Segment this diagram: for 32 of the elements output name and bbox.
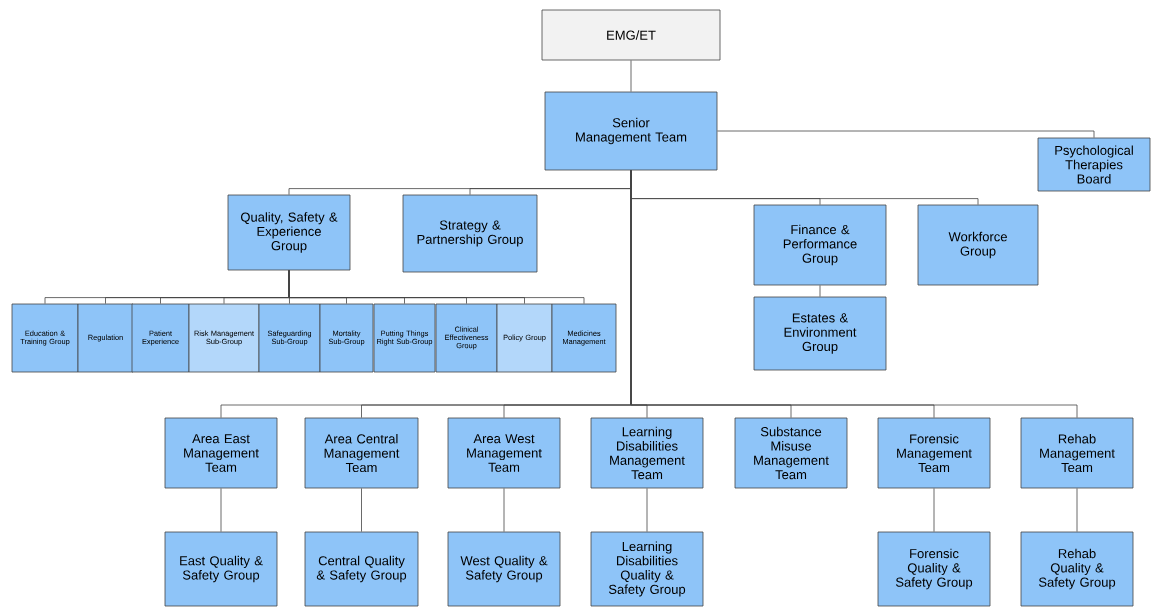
org-box: Estates & Environment Group — [753, 296, 887, 371]
org-box: Psychological Therapies Board — [1037, 137, 1151, 192]
connector-line — [933, 488, 935, 532]
org-box: Central Quality & Safety Group — [304, 531, 419, 607]
org-box: Workforce Group — [917, 204, 1039, 286]
org-box: Senior Management Team — [544, 91, 718, 171]
org-box: Rehab Management Team — [1020, 417, 1134, 489]
org-box: EMG/ET — [541, 9, 721, 61]
connector-line — [288, 270, 585, 304]
org-box: Rehab Quality & Safety Group — [1020, 531, 1134, 607]
org-box: West Quality & Safety Group — [447, 531, 561, 607]
org-box: Area Central Management Team — [304, 417, 419, 489]
connector-line — [361, 488, 362, 532]
org-box: Quality, Safety & Experience Group — [227, 194, 351, 271]
org-box: Forensic Quality & Safety Group — [877, 531, 991, 607]
org-box: Learning Disabilities Quality & Safety Group — [590, 531, 704, 607]
org-box: Strategy & Partnership Group — [402, 194, 538, 273]
org-box: Area West Management Team — [447, 417, 561, 489]
connector-line — [630, 170, 1078, 418]
connector-line — [503, 488, 505, 532]
connector-line — [630, 60, 632, 92]
connector-line — [1076, 488, 1078, 532]
connector-line — [646, 488, 648, 532]
connector-line — [717, 130, 1095, 138]
org-box: Forensic Management Team — [877, 417, 991, 489]
org-box: Substance Misuse Management Team — [734, 417, 848, 489]
org-box: Finance & Performance Group — [753, 204, 887, 286]
connector-line — [220, 488, 222, 532]
org-box: Area East Management Team — [164, 417, 278, 489]
connector-line — [819, 285, 821, 297]
org-box: East Quality & Safety Group — [164, 531, 278, 607]
org-box: Learning Disabilities Management Team — [590, 417, 704, 489]
